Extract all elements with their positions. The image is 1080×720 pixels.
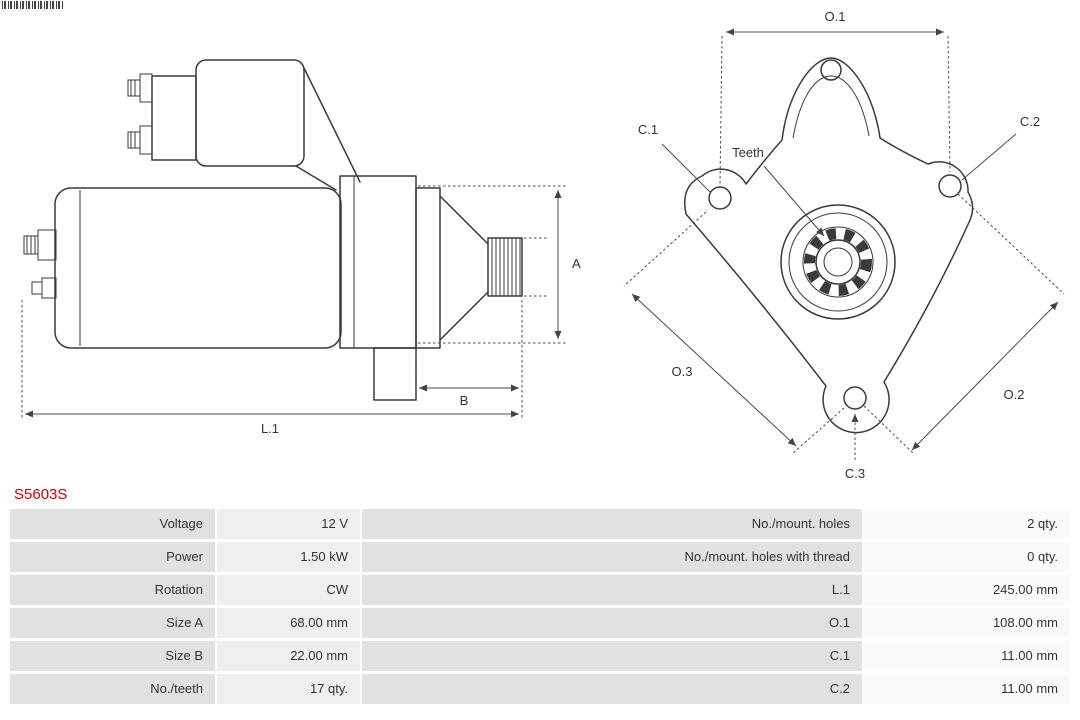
spec-label: No./mount. holes with thread [362,542,862,572]
spec-value: 17 qty. [217,674,360,704]
part-number: S5603S [14,486,68,503]
flange-outline [684,57,974,434]
spec-value: 1.50 kW [217,542,360,572]
dim-label-c1: C.1 [638,122,658,137]
mount-hole-c3 [843,386,867,410]
pinion-shaft [487,237,523,297]
mount-hole-c2 [938,174,962,198]
solenoid [195,59,305,167]
motor-body [54,187,342,349]
drive-housing [415,187,441,349]
dim-label-o3: O.3 [672,364,693,379]
dim-label-c2: C.2 [1020,114,1040,129]
dim-label-b: B [460,393,469,408]
technical-drawing: A B L.1 [21,9,1065,481]
spec-label: C.2 [362,674,862,704]
spec-label: Size A [10,608,215,638]
terminal-upper [139,73,153,103]
spec-value: 108.00 mm [864,608,1070,638]
spec-value: 68.00 mm [217,608,360,638]
spec-value: 0 qty. [864,542,1070,572]
starter-side-view: A B L.1 [21,59,581,436]
dim-label-l1: L.1 [261,421,279,436]
spec-value: 245.00 mm [864,575,1070,605]
mount-hole-c1 [708,186,732,210]
flange-foot [373,347,417,401]
pinion-teeth [804,228,872,296]
spec-label: Voltage [10,509,215,539]
starter-front-view: O.1 C.1 C.2 Teeth O.3 O.2 C.3 [623,9,1065,481]
dim-label-o1: O.1 [825,9,846,24]
left-stud-lower [41,277,57,299]
solenoid-cap [151,75,197,161]
left-stud-base [37,229,57,261]
mounting-flange [339,175,417,349]
dim-label-a: A [572,256,581,271]
spec-label: O.1 [362,608,862,638]
top-eye-hole [820,59,842,81]
teeth-label: Teeth [732,145,764,160]
spec-table: Voltage 12 V No./mount. holes 2 qty. Pow… [10,509,1070,704]
spec-value: 2 qty. [864,509,1070,539]
barcode [2,1,64,9]
spec-label: C.1 [362,641,862,671]
dim-label-c3: C.3 [845,466,865,481]
spec-value: 11.00 mm [864,641,1070,671]
spec-label: No./teeth [10,674,215,704]
spec-value: CW [217,575,360,605]
spec-label: Rotation [10,575,215,605]
spec-value: 12 V [217,509,360,539]
spec-label: Size B [10,641,215,671]
terminal-lower [139,125,153,155]
dim-label-o2: O.2 [1004,387,1025,402]
spec-label: L.1 [362,575,862,605]
center-bore-outer [780,204,896,320]
spec-label: Power [10,542,215,572]
spec-value: 22.00 mm [217,641,360,671]
spec-label: No./mount. holes [362,509,862,539]
spec-value: 11.00 mm [864,674,1070,704]
